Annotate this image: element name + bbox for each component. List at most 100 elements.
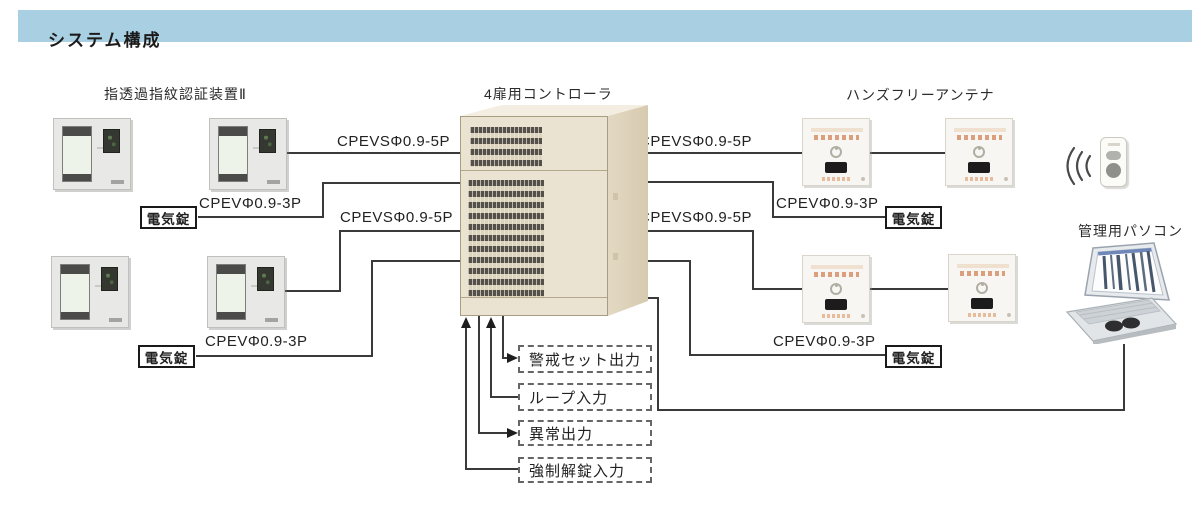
antenna-indicator	[830, 146, 842, 158]
keyfob-button	[1106, 151, 1121, 160]
cabinet-seam	[461, 297, 607, 298]
device-logo	[267, 180, 280, 184]
antenna-text-strip	[965, 177, 993, 181]
wire-segment	[502, 316, 504, 359]
controller-cabinet-top	[460, 105, 648, 116]
electric-lock-badge: 電気錠	[140, 206, 197, 229]
cabinet-latch	[613, 193, 618, 200]
antenna-text-strip	[968, 313, 996, 317]
io-box-alert-set-output: 警戒セット出力	[518, 345, 652, 373]
antenna-device	[945, 118, 1013, 186]
antenna-display	[825, 162, 847, 173]
antenna-label-strip	[811, 265, 863, 269]
cable-label: CPEVSΦ0.9-5P	[340, 209, 454, 226]
antenna-indicator	[973, 146, 985, 158]
cable-label: CPEVSΦ0.9-5P	[639, 209, 753, 226]
wire-segment	[371, 260, 373, 357]
wire-segment	[478, 432, 508, 434]
wire-segment	[657, 409, 1125, 411]
antenna-label-strip	[954, 128, 1006, 132]
device-screen	[216, 264, 246, 320]
antenna-indicator	[830, 283, 842, 295]
antenna-text-strip	[822, 177, 850, 181]
cabinet-seam	[461, 170, 607, 171]
wire-segment	[490, 396, 518, 398]
input-arrow-icon	[461, 317, 471, 328]
wire-segment	[752, 288, 802, 290]
keyfob-label	[1108, 143, 1120, 146]
vent-grille	[468, 180, 544, 297]
wire-segment	[646, 152, 802, 154]
device-logo	[109, 318, 122, 322]
device-screen	[62, 126, 92, 182]
antenna-text-strip	[814, 135, 859, 140]
controller-cabinet-side	[608, 105, 648, 316]
wire-segment	[322, 182, 324, 218]
controller-heading: 4扉用コントローラ	[484, 86, 613, 102]
electric-lock-badge: 電気錠	[885, 345, 942, 368]
wire-segment	[465, 468, 518, 470]
antenna-label-strip	[957, 264, 1009, 268]
wire-segment	[371, 260, 460, 262]
vent-grille	[470, 127, 542, 167]
wire-segment	[287, 152, 460, 154]
wire-segment	[752, 230, 754, 290]
output-arrow-icon	[507, 428, 518, 438]
wire-segment	[339, 230, 341, 292]
wire-segment	[870, 152, 946, 154]
antenna-text-strip	[957, 135, 1002, 140]
laptop-icon	[1065, 242, 1178, 344]
fingerprint-device	[51, 256, 129, 328]
antenna-screw	[1007, 313, 1011, 317]
page-title: システム構成	[48, 31, 162, 50]
electric-lock-badge: 電気錠	[138, 345, 195, 368]
cable-label: CPEVΦ0.9-3P	[776, 195, 879, 212]
io-box-error-output: 異常出力	[518, 420, 652, 446]
fingerprint-device	[209, 118, 287, 190]
antenna-label-strip	[811, 128, 863, 132]
antenna-display	[825, 299, 847, 310]
wire-segment	[657, 297, 659, 411]
wire-segment	[478, 316, 480, 434]
cabinet-latch	[613, 253, 618, 260]
fingerprint-sensor	[257, 267, 274, 291]
fingerprint-sensor	[103, 129, 120, 153]
device-screen	[60, 264, 90, 320]
antenna-device	[802, 118, 870, 186]
antenna-device	[948, 254, 1016, 322]
cable-label: CPEVΦ0.9-3P	[773, 333, 876, 350]
wire-segment	[689, 260, 691, 356]
cable-label: CPEVSΦ0.9-5P	[337, 133, 451, 150]
antenna-indicator	[976, 282, 988, 294]
device-detail	[251, 285, 257, 287]
antenna-text-strip	[822, 314, 850, 318]
device-detail	[253, 147, 259, 149]
fingerprint-device	[207, 256, 285, 328]
antenna-text-strip	[814, 272, 859, 277]
wire-segment	[772, 181, 774, 218]
device-logo	[265, 318, 278, 322]
keyfob-device	[1100, 137, 1127, 187]
cable-label: CPEVSΦ0.9-5P	[639, 133, 753, 150]
device-detail	[95, 285, 101, 287]
antenna-screw	[1004, 177, 1008, 181]
wire-segment	[339, 230, 460, 232]
antenna-display	[971, 298, 993, 309]
management-pc-heading: 管理用パソコン	[1078, 223, 1183, 239]
io-box-loop-input: ループ入力	[518, 383, 652, 411]
wire-segment	[196, 355, 373, 357]
keyfob-button	[1106, 163, 1121, 178]
electric-lock-badge: 電気錠	[885, 206, 942, 229]
fingerprint-device-heading: 指透過指紋認証装置Ⅱ	[104, 86, 247, 102]
fingerprint-device	[53, 118, 131, 190]
device-detail	[97, 147, 103, 149]
wire-segment	[646, 181, 774, 183]
antenna-text-strip	[960, 271, 1005, 276]
radio-waves-icon	[1066, 146, 1092, 186]
input-arrow-icon	[486, 317, 496, 328]
device-screen	[218, 126, 248, 182]
antenna-screw	[861, 314, 865, 318]
device-logo	[111, 180, 124, 184]
wire-segment	[689, 354, 885, 356]
